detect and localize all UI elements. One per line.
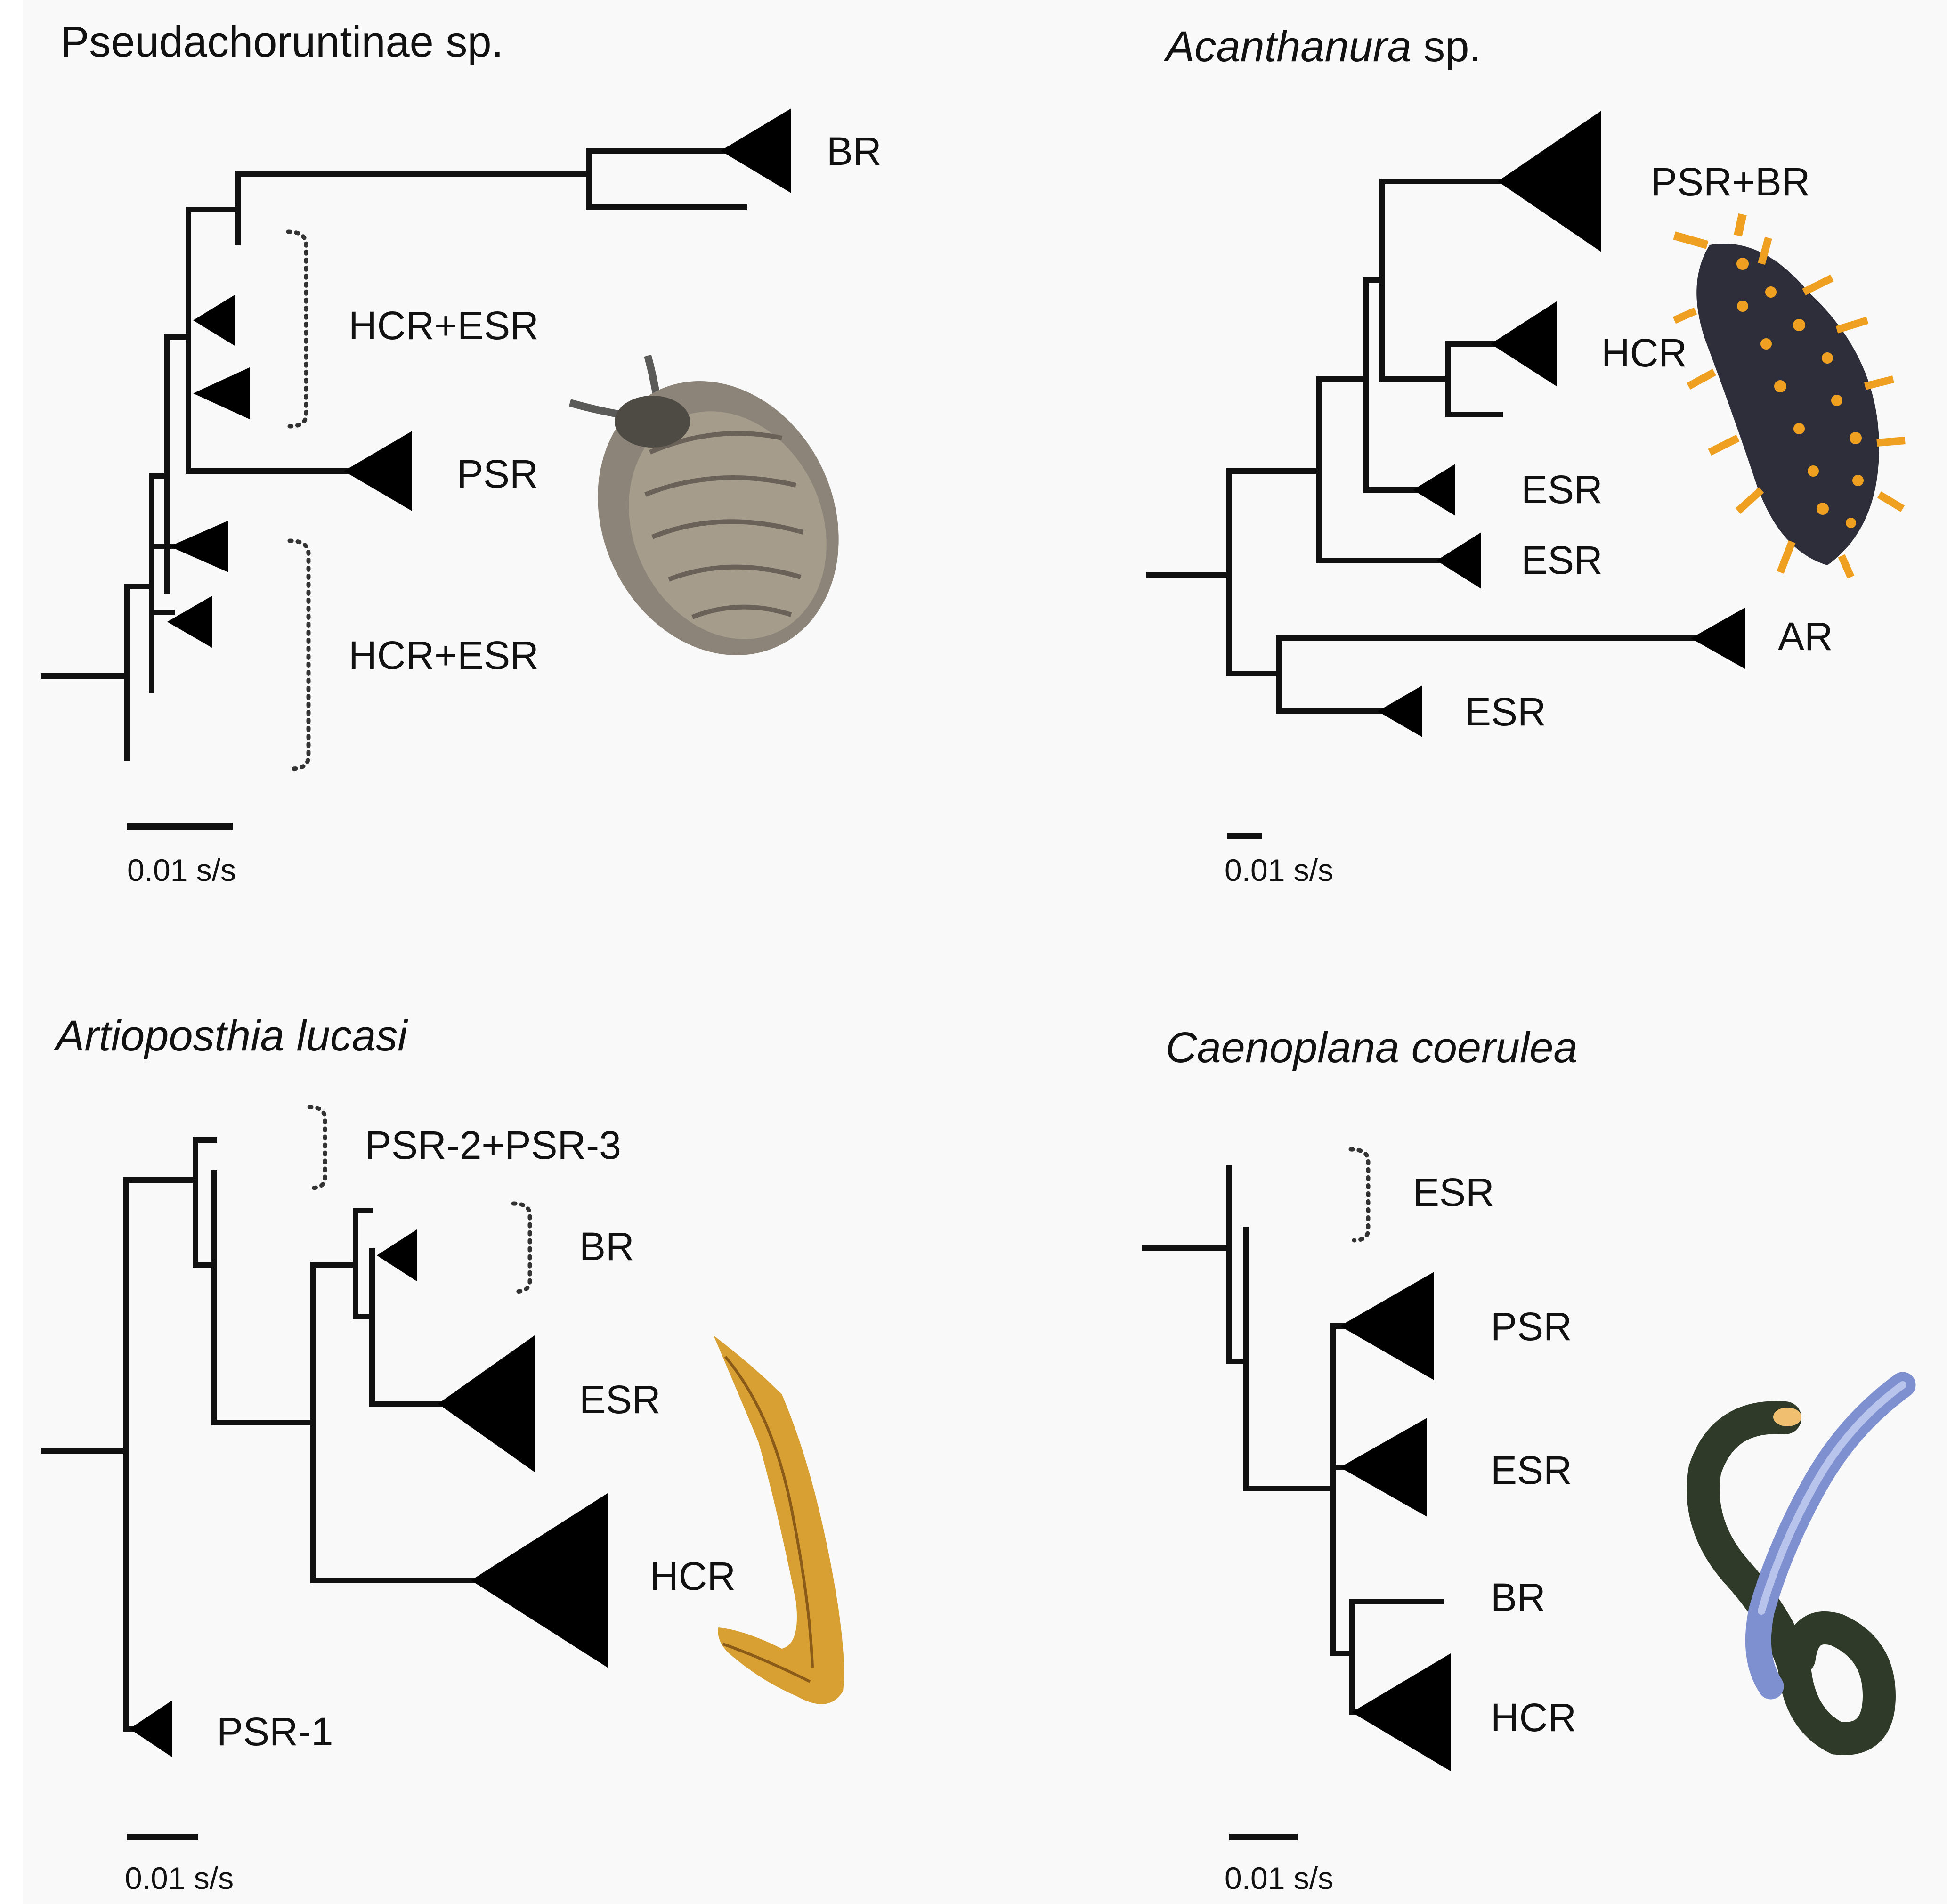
clade-label: HCR xyxy=(1491,1695,1576,1740)
tree-branches xyxy=(1146,179,1698,714)
clade-label: HCR+ESR xyxy=(349,303,539,348)
panel-title: Caenoplana coerulea xyxy=(1166,1024,1578,1072)
clade-label: ESR xyxy=(1413,1170,1494,1214)
clade-triangle xyxy=(130,1701,172,1757)
clade-triangle xyxy=(1436,532,1481,589)
panel-title: Acanthanura sp. xyxy=(1163,23,1481,71)
scale-label: 0.01 s/s xyxy=(127,853,236,887)
clade-label: ESR xyxy=(579,1377,661,1422)
clade-triangle xyxy=(1378,685,1422,737)
clade-brace xyxy=(511,1201,532,1294)
blue-flatworm-photo xyxy=(1687,1372,1916,1755)
clade-label: PSR xyxy=(1491,1304,1572,1349)
clade-triangle xyxy=(1491,301,1557,386)
panel-title: Artioposthia lucasi xyxy=(53,1012,408,1060)
clade-triangle xyxy=(167,596,212,648)
clade-label: ESR xyxy=(1521,467,1603,512)
panel-title-italic: Acanthanura xyxy=(1163,23,1412,71)
clade-label: PSR xyxy=(457,452,538,496)
scale-label: 0.01 s/s xyxy=(1225,853,1333,887)
clade-triangle xyxy=(721,108,791,193)
clade-brace xyxy=(287,538,311,771)
scale-label: 0.01 s/s xyxy=(125,1861,234,1896)
clade-triangle xyxy=(1413,464,1455,516)
clade-brace xyxy=(1348,1147,1371,1243)
clade-label: ESR xyxy=(1521,538,1603,582)
tree-branches xyxy=(41,1137,479,1732)
clade-label: BR xyxy=(827,129,882,173)
clade-label: HCR xyxy=(1601,331,1687,375)
clade-label: BR xyxy=(579,1224,634,1269)
clade-label: HCR+ESR xyxy=(349,633,539,677)
panel-title-suffix: sp. xyxy=(1412,23,1481,71)
spiny-springtail-photo xyxy=(1672,213,1906,579)
clade-brace xyxy=(307,1105,327,1190)
clade-brace xyxy=(286,229,308,429)
clade-label: PSR+BR xyxy=(1651,160,1810,204)
springtail-photo xyxy=(568,354,839,655)
clade-triangle xyxy=(1498,111,1601,252)
scale-label: 0.01 s/s xyxy=(1225,1861,1333,1896)
clade-triangle xyxy=(1691,608,1745,669)
clade-label: HCR xyxy=(650,1554,736,1598)
clade-label: ESR xyxy=(1491,1448,1572,1492)
clade-triangle xyxy=(438,1335,535,1472)
panel-title: Pseudachoruntinae sp. xyxy=(60,18,503,66)
panel-pseudachoruntinae: Pseudachoruntinae sp. xyxy=(41,18,882,887)
panel-acanthanura: Acanthanura sp. PSR+ xyxy=(1146,23,1906,887)
clade-label: PSR-1 xyxy=(217,1709,333,1754)
clade-triangle xyxy=(471,1493,608,1668)
clade-triangle xyxy=(377,1229,417,1281)
figure-background xyxy=(23,0,1947,1904)
clade-triangle xyxy=(193,294,235,346)
clade-triangle xyxy=(1352,1653,1451,1771)
clade-label: ESR xyxy=(1465,690,1546,734)
panel-artioposthia: Artioposthia lucasi PSR-2+PSR-3 xyxy=(41,1012,844,1896)
clade-triangle xyxy=(1340,1418,1427,1517)
tree-branches xyxy=(41,148,747,761)
tree-branches xyxy=(1142,1165,1444,1715)
clade-triangle xyxy=(193,367,250,419)
clade-label: BR xyxy=(1491,1575,1546,1619)
yellow-flatworm-photo xyxy=(714,1335,844,1704)
clade-label: PSR-2+PSR-3 xyxy=(365,1123,621,1167)
clade-triangle xyxy=(344,431,412,511)
clade-triangle xyxy=(170,521,228,572)
clade-label: AR xyxy=(1778,614,1833,659)
panel-caenoplana: Caenoplana coerulea ESR PSR ESR BR HCR 0… xyxy=(1142,1024,1916,1896)
clade-triangle xyxy=(1340,1272,1434,1380)
